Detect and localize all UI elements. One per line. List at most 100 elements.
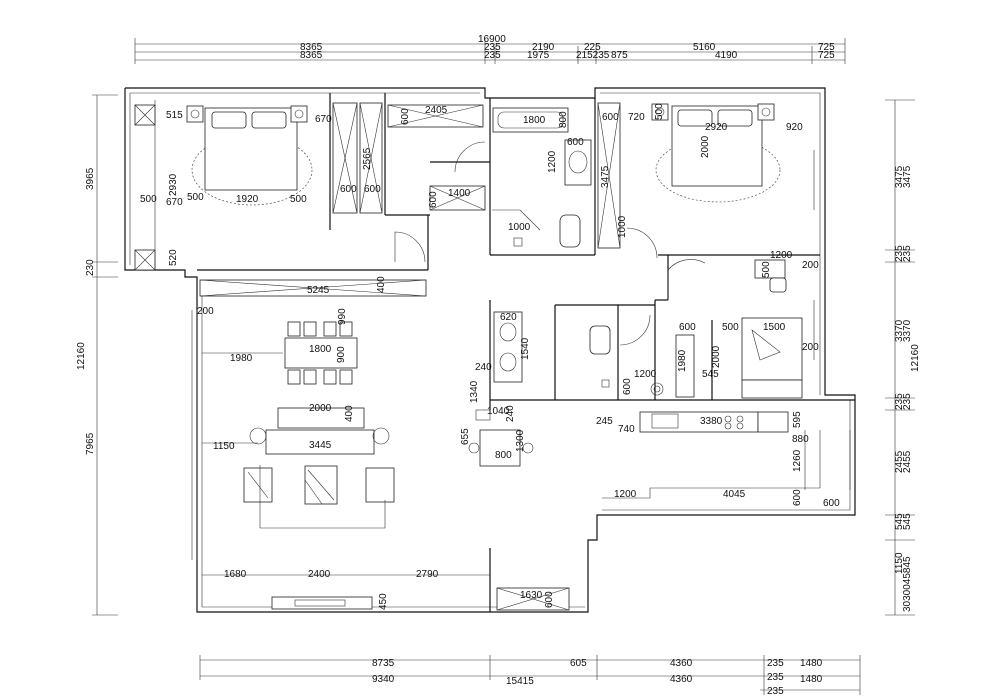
outer-walls — [124, 87, 856, 613]
dim-living-12: 1680 — [224, 569, 247, 580]
dim-right-6: 3370 — [902, 319, 913, 342]
dim-bottom-11: 235 — [767, 686, 784, 697]
dim-top-4: 225 — [584, 42, 601, 53]
dim-living-9: 400 — [344, 405, 355, 422]
dim-master-4: 670 — [166, 197, 183, 208]
dim-study-1: 1200 — [770, 250, 793, 261]
dim-bath2-2: 240 — [475, 362, 492, 373]
interior-walls — [197, 93, 855, 612]
dim-left-4: 7965 — [85, 432, 96, 455]
dim-bath2-1: 620 — [500, 312, 517, 323]
study-desk — [754, 259, 786, 279]
dim-living-1: 200 — [197, 306, 214, 317]
door-bedroom2 — [626, 227, 658, 259]
dim-top-9: 1975 — [527, 50, 550, 61]
dim-kitchen-5: 880 — [792, 434, 809, 445]
dim-study-5: 500 — [722, 322, 739, 333]
dim-living-17: 600 — [544, 591, 555, 608]
dim-kitchen-6: 1260 — [792, 449, 803, 472]
dim-living-3: 400 — [376, 276, 387, 293]
dim-living-13: 2400 — [308, 569, 331, 580]
dim-living-10: 1150 — [213, 441, 235, 452]
kitchen-sink — [651, 413, 679, 429]
dim-bottom-5: 1480 — [800, 658, 823, 669]
dim-bed2-7: 2000 — [700, 135, 711, 158]
dim-study-7: 1980 — [677, 349, 688, 372]
dim-master-9: 520 — [168, 249, 179, 266]
bath2-toilet — [589, 325, 611, 355]
dim-study-6: 1500 — [763, 322, 786, 333]
dim-bottom-6: 9340 — [372, 674, 395, 685]
dim-bath1-2: 800 — [558, 111, 569, 128]
top-dimension-lines: 16900 8365 235 2190 225 5160 725 8365 23… — [134, 34, 846, 64]
dim-top-5: 5160 — [693, 42, 716, 53]
dim-bed2-1: 600 — [602, 112, 619, 123]
doors — [394, 141, 706, 346]
dim-master-6: 500 — [187, 192, 204, 203]
dim-right-2: 3475 — [902, 165, 913, 188]
dining-side-table — [479, 429, 521, 467]
dim-bottom-10: 1480 — [800, 674, 823, 685]
dim-right-10: 2455 — [894, 450, 905, 473]
dim-right-15: 3030045845 — [902, 556, 913, 612]
bathroom-2: 620 240 1540 1340 1040 240 655 1300 800 — [460, 311, 611, 467]
bathroom-1: 1800 800 600 1200 1000 — [492, 107, 592, 248]
dim-top-10: 215235 — [576, 50, 610, 61]
door-study — [667, 259, 706, 300]
dim-top-7: 8365 — [300, 50, 323, 61]
dim-left-2: 230 — [85, 259, 96, 276]
dim-right-12: 545 — [894, 513, 905, 530]
dim-kitchen-8: 4045 — [723, 489, 746, 500]
dim-master-3: 2930 — [168, 173, 179, 196]
dim-right-7: 12160 — [910, 344, 921, 372]
study-bed — [741, 317, 803, 381]
dim-living-16: 1630 — [520, 590, 543, 601]
dim-bottom-9: 235 — [767, 672, 784, 683]
bath1-toilet — [559, 214, 581, 248]
dim-left-3: 12160 — [76, 342, 87, 370]
bedroom2-rug — [655, 137, 781, 203]
study-room: 1200 500 200 600 500 1500 1980 2000 200 … — [622, 250, 819, 399]
dim-right-1: 3475 — [894, 165, 905, 188]
dim-bed2-4: 2920 — [705, 122, 728, 133]
dim-study-3: 200 — [802, 260, 819, 271]
door-closet — [454, 141, 486, 173]
dim-closet-1: 2405 — [425, 105, 448, 116]
dim-master-2: 670 — [315, 114, 332, 125]
dim-top-2: 235 — [484, 42, 501, 53]
bath1-sink-counter — [564, 139, 592, 186]
dim-bottom-2: 605 — [570, 658, 587, 669]
dim-study-9: 200 — [802, 342, 819, 353]
dim-kitchen-1: 245 — [596, 416, 613, 427]
dim-study-2: 500 — [761, 261, 772, 278]
door-master — [394, 231, 426, 263]
dim-bed2-2: 720 — [628, 112, 645, 123]
dim-closet-2: 600 — [400, 108, 411, 125]
dim-living-14: 2790 — [416, 569, 439, 580]
dim-living-15: 450 — [378, 593, 389, 610]
dim-bath2-7: 655 — [460, 428, 471, 445]
dim-master-8: 500 — [290, 194, 307, 205]
dim-top-total: 16900 — [478, 34, 506, 45]
bedroom-2: 600 720 500 2920 920 3475 2000 1000 — [597, 102, 815, 249]
dim-master-5: 500 — [140, 194, 157, 205]
dim-bed2-8: 1000 — [617, 215, 628, 238]
dim-top-3: 2190 — [532, 42, 555, 53]
dim-top-12: 4190 — [715, 50, 738, 61]
dim-bottom-4: 235 — [767, 658, 784, 669]
dim-bottom-3: 4360 — [670, 658, 693, 669]
dim-study-8: 2000 — [711, 345, 722, 368]
dim-right-5: 3370 — [894, 319, 905, 342]
dim-right-14: 1150 — [894, 552, 905, 574]
bottom-dimension-lines: 8735 605 4360 235 1480 9340 15415 4360 2… — [199, 655, 861, 697]
dim-bath1-5: 1000 — [508, 222, 531, 233]
dim-top-11: 875 — [611, 50, 628, 61]
dim-right-9: 235 — [902, 393, 913, 410]
dim-closet-7: 600 — [428, 191, 439, 208]
dim-left-1: 3965 — [85, 167, 96, 190]
dim-living-5: 1980 — [230, 353, 253, 364]
dim-right-3: 235 — [894, 245, 905, 262]
dim-top-8: 235 — [484, 50, 501, 61]
dim-bed2-5: 920 — [786, 122, 803, 133]
